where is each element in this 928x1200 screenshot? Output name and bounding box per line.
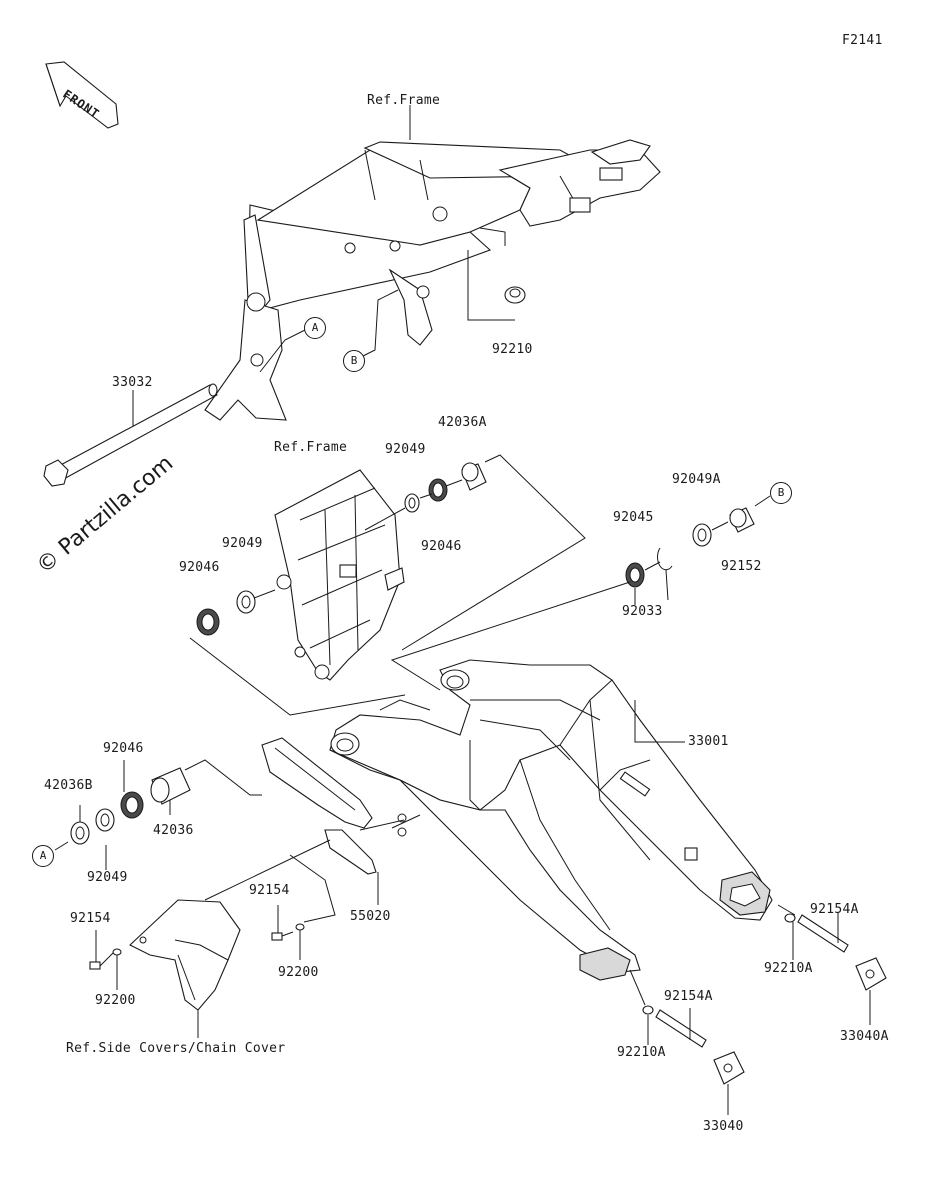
ref-side-covers-label: Ref.Side Covers/Chain Cover [66, 1041, 286, 1056]
swingarm-33001 [329, 659, 773, 981]
bearing-stack-top [364, 454, 586, 651]
part-number-92049-top: 92049 [385, 442, 426, 457]
part-number-92152: 92152 [721, 559, 762, 574]
part-number-33040A: 33040A [840, 1029, 889, 1044]
bearing-stack-right [390, 495, 771, 691]
part-number-92154-left: 92154 [70, 911, 111, 926]
leader-33001 [634, 700, 685, 743]
leader-A-top [259, 329, 306, 373]
leader-B-top [354, 289, 399, 361]
collar-92210 [504, 286, 526, 304]
front-arrow-icon: FRONT [45, 61, 119, 129]
bearing-stack-lower [54, 759, 262, 870]
adjuster-right-upper [777, 904, 887, 1025]
bearing-stack-left [189, 589, 406, 716]
ref-frame-label-mid: Ref.Frame [274, 440, 348, 455]
part-number-92049-left: 92049 [222, 536, 263, 551]
part-number-33032: 33032 [112, 375, 153, 390]
part-number-92049A: 92049A [672, 472, 721, 487]
callout-B-top: B [343, 350, 365, 372]
part-number-92210A-lower: 92210A [617, 1045, 666, 1060]
chain-guide-55020 [261, 737, 405, 905]
part-number-92154A-upper: 92154A [810, 902, 859, 917]
ref-frame-label-top: Ref.Frame [367, 93, 441, 108]
part-number-42036B: 42036B [44, 778, 93, 793]
callout-A-left: A [32, 845, 54, 867]
part-number-42036: 42036 [153, 823, 194, 838]
part-number-92154-mid: 92154 [249, 883, 290, 898]
part-number-92200-mid: 92200 [278, 965, 319, 980]
screw-92154-left [89, 930, 122, 990]
figure-code: F2141 [842, 33, 883, 48]
screw-92154-mid [271, 854, 336, 960]
frame-bracket-drawing [274, 469, 405, 681]
part-number-92200-left: 92200 [95, 993, 136, 1008]
part-number-92033: 92033 [622, 604, 663, 619]
part-number-92046-low: 92046 [103, 741, 144, 756]
pivot-shaft-33032 [43, 383, 218, 487]
part-number-92154A-lower: 92154A [664, 989, 713, 1004]
callout-B-right: B [770, 482, 792, 504]
part-number-92210A-upper: 92210A [764, 961, 813, 976]
part-number-92049-low: 92049 [87, 870, 128, 885]
part-number-92210: 92210 [492, 342, 533, 357]
callout-A-top: A [304, 317, 326, 339]
part-number-92045: 92045 [613, 510, 654, 525]
part-number-55020: 55020 [350, 909, 391, 924]
frame-drawing [204, 139, 661, 421]
part-number-42036A: 42036A [438, 415, 487, 430]
part-number-33040: 33040 [703, 1119, 744, 1134]
adjuster-right-lower [629, 969, 745, 1115]
part-number-33001: 33001 [688, 734, 729, 749]
part-number-92046-top: 92046 [421, 539, 462, 554]
leader-92210 [467, 250, 515, 321]
chain-cover-drawing [129, 839, 331, 1038]
part-number-92046-left: 92046 [179, 560, 220, 575]
